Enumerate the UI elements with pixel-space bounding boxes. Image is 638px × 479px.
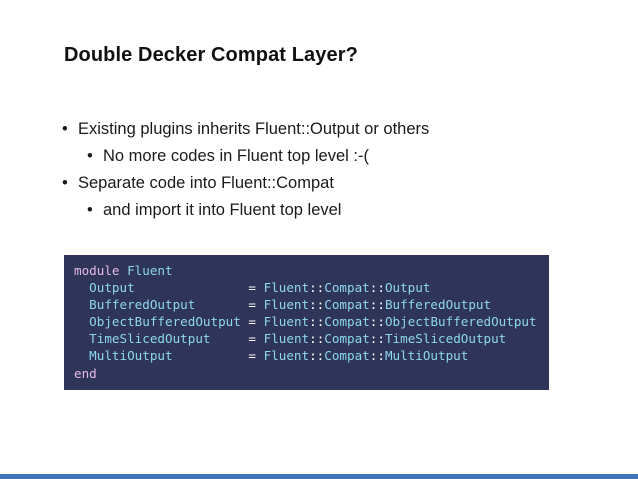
code-line-assignment: Output = Fluent::Compat::Output <box>74 279 549 296</box>
scope-operator: :: <box>309 297 325 313</box>
scope-operator: :: <box>369 297 385 313</box>
footer-bar <box>0 474 638 479</box>
code-line-module: module Fluent <box>74 262 549 279</box>
scope-operator: :: <box>309 331 325 347</box>
bullet-dot: • <box>87 201 93 219</box>
namespace-fluent: Fluent <box>263 314 310 330</box>
namespace-fluent: Fluent <box>263 348 310 364</box>
target-class: MultiOutput <box>384 348 469 364</box>
code-line-assignment: BufferedOutput = Fluent::Compat::Buffere… <box>74 296 549 313</box>
constant-name: ObjectBufferedOutput <box>89 314 241 330</box>
constant-name: BufferedOutput <box>89 297 196 313</box>
scope-operator: :: <box>309 314 325 330</box>
namespace-compat: Compat <box>324 331 370 347</box>
target-class: TimeSlicedOutput <box>384 331 507 347</box>
constant-name: MultiOutput <box>89 348 173 364</box>
code-line-end: end <box>74 365 549 382</box>
code-line-assignment: MultiOutput = Fluent::Compat::MultiOutpu… <box>74 347 549 364</box>
equals-sign: = <box>248 331 257 347</box>
namespace-fluent: Fluent <box>263 331 310 347</box>
scope-operator: :: <box>369 331 385 347</box>
scope-operator: :: <box>369 314 385 330</box>
bullet-text: and import it into Fluent top level <box>103 201 342 219</box>
scope-operator: :: <box>309 280 325 296</box>
code-block: module Fluent Output = Fluent::Compat::O… <box>64 255 549 390</box>
module-keyword: module <box>74 263 120 278</box>
slide-title: Double Decker Compat Layer? <box>64 44 358 66</box>
bullet-dot: • <box>62 174 68 192</box>
code-line-assignment: TimeSlicedOutput = Fluent::Compat::TimeS… <box>74 330 549 347</box>
equals-sign: = <box>248 348 256 364</box>
end-keyword: end <box>74 365 97 381</box>
constant-name: Output <box>89 280 135 296</box>
bullet-item: • Separate code into Fluent::Compat <box>62 170 429 197</box>
target-class: Output <box>384 280 431 296</box>
bullet-item: • Existing plugins inherits Fluent::Outpu… <box>62 116 429 143</box>
scope-operator: :: <box>369 280 385 296</box>
equals-sign: = <box>248 297 256 313</box>
code-line-assignment: ObjectBufferedOutput = Fluent::Compat::O… <box>74 313 549 330</box>
bullet-dot: • <box>62 120 68 138</box>
constant-name: TimeSlicedOutput <box>89 331 211 347</box>
equals-sign: = <box>248 314 257 330</box>
target-class: ObjectBufferedOutput <box>384 314 537 330</box>
namespace-compat: Compat <box>324 297 370 313</box>
scope-operator: :: <box>369 348 385 364</box>
equals-sign: = <box>248 280 256 296</box>
namespace-fluent: Fluent <box>263 280 310 296</box>
namespace-compat: Compat <box>324 280 370 296</box>
namespace-compat: Compat <box>324 348 370 364</box>
namespace-compat: Compat <box>324 314 370 330</box>
bullet-text: Separate code into Fluent::Compat <box>78 174 334 192</box>
scope-operator: :: <box>309 348 325 364</box>
bullet-list: • Existing plugins inherits Fluent::Outpu… <box>62 116 429 224</box>
namespace-fluent: Fluent <box>263 297 310 313</box>
target-class: BufferedOutput <box>384 297 492 313</box>
bullet-text: No more codes in Fluent top level :-( <box>103 147 369 165</box>
sub-bullet-item: • and import it into Fluent top level <box>62 197 429 224</box>
bullet-text: Existing plugins inherits Fluent::Output… <box>78 120 430 138</box>
sub-bullet-item: • No more codes in Fluent top level :-( <box>62 143 429 170</box>
module-name: Fluent <box>127 263 173 278</box>
bullet-dot: • <box>87 147 93 165</box>
